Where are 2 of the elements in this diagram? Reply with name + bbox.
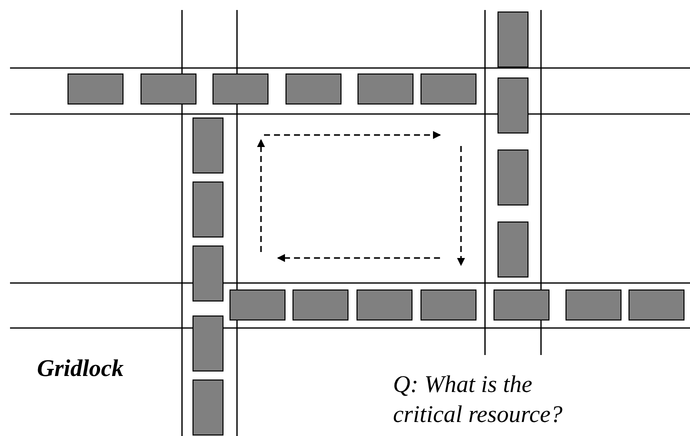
caption-text: Gridlock [37,355,125,384]
question-text: Q: What is the critical resource? [393,371,564,430]
